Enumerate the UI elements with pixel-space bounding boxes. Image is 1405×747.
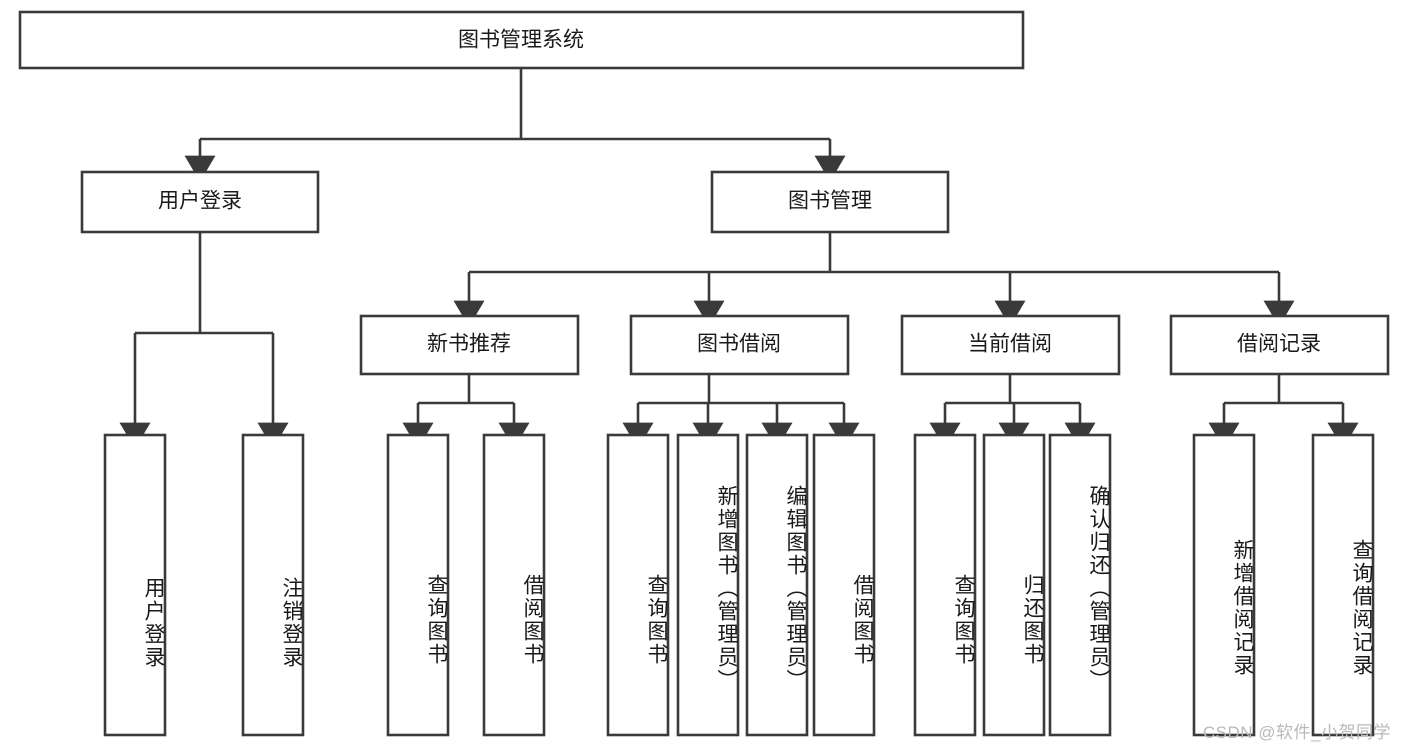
- leaf-newbook-query-books[interactable]: [386, 433, 450, 737]
- connector-borrow-to-leaves: [622, 374, 860, 449]
- leaf-borrow-borrow-books[interactable]: [812, 433, 876, 737]
- connector-userlogin-to-leaves: [119, 232, 289, 449]
- connector-bookmgmt-to-level3: [453, 232, 1295, 327]
- node-book-borrow[interactable]: 图书借阅: [629, 314, 850, 376]
- node-book-borrow-label: 图书借阅: [697, 333, 781, 356]
- node-new-book-recommend[interactable]: 新书推荐: [359, 314, 580, 376]
- node-current-borrow-label: 当前借阅: [968, 333, 1052, 356]
- connector-records-to-leaves: [1208, 374, 1359, 449]
- node-user-login-label: 用户登录: [158, 190, 242, 213]
- node-borrow-records-label: 借阅记录: [1237, 333, 1321, 356]
- node-book-management[interactable]: 图书管理: [710, 170, 950, 234]
- leaf-borrow-edit-book-admin[interactable]: [745, 433, 809, 737]
- leaf-borrow-query-books[interactable]: [606, 433, 670, 737]
- node-current-borrow[interactable]: 当前借阅: [900, 314, 1121, 376]
- node-user-login[interactable]: 用户登录: [80, 170, 320, 234]
- node-borrow-records[interactable]: 借阅记录: [1169, 314, 1390, 376]
- leaf-user-login[interactable]: [103, 433, 167, 737]
- connector-current-to-leaves: [929, 374, 1096, 449]
- leaf-logout[interactable]: [241, 433, 305, 737]
- leaf-current-query-books[interactable]: [913, 433, 977, 737]
- leaf-current-confirm-return-admin[interactable]: [1048, 433, 1112, 737]
- leaf-records-add-record[interactable]: [1192, 433, 1256, 737]
- leaf-records-query-record[interactable]: [1311, 433, 1375, 737]
- leaf-newbook-borrow-books[interactable]: [482, 433, 546, 737]
- node-new-book-recommend-label: 新书推荐: [427, 333, 511, 356]
- node-book-management-label: 图书管理: [788, 190, 872, 213]
- leaf-borrow-add-book-admin[interactable]: [676, 433, 740, 737]
- leaf-current-return-books[interactable]: [982, 433, 1046, 737]
- connector-newbook-to-leaves: [402, 374, 530, 449]
- node-root[interactable]: 图书管理系统: [18, 10, 1025, 70]
- connector-root-to-level2: [184, 68, 846, 182]
- node-root-label: 图书管理系统: [458, 29, 584, 52]
